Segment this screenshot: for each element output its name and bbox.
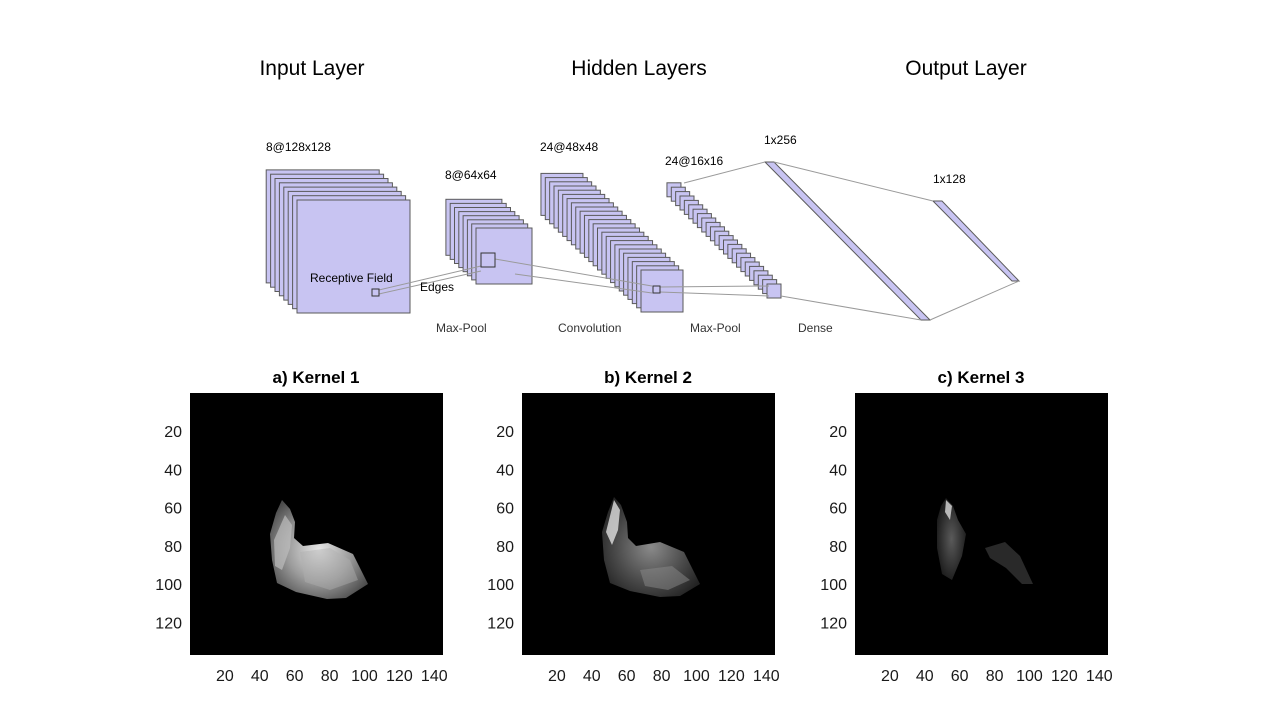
- kernel-2-ytick: 40: [496, 462, 514, 479]
- kernel-2-xtick: 20: [548, 668, 566, 685]
- kernel-2-ytick: 60: [496, 501, 514, 518]
- kernel-2-xtick: 140: [753, 668, 780, 685]
- kernel-1-xtick: 20: [216, 668, 234, 685]
- kernel-3-activation: [937, 498, 1033, 584]
- kernel-1-ytick: 20: [164, 424, 182, 441]
- kernel-1-ytick: 80: [164, 539, 182, 556]
- kernel-3-xtick: 40: [916, 668, 934, 685]
- receptive-field-marker: [371, 288, 380, 297]
- kernel-panel-3: c) Kernel 3 20 40 60 80 100 120 20 40 60 80 100 12…: [820, 368, 1112, 685]
- kernel-3-ytick: 40: [829, 462, 847, 479]
- kernel-1-ytick: 40: [164, 462, 182, 479]
- kernel-3-ytick: 60: [829, 501, 847, 518]
- connector-lines: [378, 161, 1020, 321]
- kernel-1-ytick: 60: [164, 501, 182, 518]
- layer4-dimensions: 24@16x16: [665, 154, 724, 168]
- input-layer-heading: Input Layer: [259, 57, 364, 80]
- conv-region-marker: [652, 285, 661, 294]
- kernel-2-x-ticks: 20 40 60 80 100 120 140: [548, 668, 780, 685]
- op-convolution: Convolution: [558, 321, 621, 335]
- kernel-3-xtick: 120: [1051, 668, 1078, 685]
- kernel-3-ytick: 80: [829, 539, 847, 556]
- op-dense: Dense: [798, 321, 833, 335]
- layer6-dimensions: 1x128: [933, 172, 966, 186]
- kernel-panel-2: b) Kernel 2 20 40 60 80 100 120 20 40 60 80 100 12…: [487, 368, 779, 685]
- dense-layer-1x128: [931, 200, 1021, 282]
- kernel-1-image: [190, 393, 443, 655]
- kernel-3-ytick: 20: [829, 424, 847, 441]
- edges-label: Edges: [420, 280, 454, 294]
- kernel-1-y-ticks: 20 40 60 80 100 120: [155, 424, 182, 632]
- layer1-dimensions: 8@128x128: [266, 140, 331, 154]
- layer3-map-24: [640, 269, 684, 313]
- kernel-3-image: [855, 393, 1108, 655]
- kernel-2-image: [522, 393, 775, 655]
- dense-layer-1x256: [763, 161, 932, 321]
- kernel-2-ytick: 20: [496, 424, 514, 441]
- kernel-2-xtick: 40: [583, 668, 601, 685]
- kernel-2-activation: [602, 497, 700, 597]
- kernel-2-xtick: 60: [618, 668, 636, 685]
- kernel-1-xtick: 120: [386, 668, 413, 685]
- kernel-3-xtick: 140: [1086, 668, 1113, 685]
- pooled-region-marker: [480, 252, 496, 268]
- kernel-1-xtick: 100: [351, 668, 378, 685]
- kernel-2-ytick: 80: [496, 539, 514, 556]
- kernel-3-ytick: 120: [820, 615, 847, 632]
- layer1-feature-maps: [265, 169, 411, 314]
- kernel-1-activation: [270, 500, 368, 599]
- kernel-1-title: a) Kernel 1: [273, 368, 360, 387]
- layer4-map-24: [766, 283, 782, 299]
- kernel-1-xtick: 40: [251, 668, 269, 685]
- layer5-dimensions: 1x256: [764, 133, 797, 147]
- kernel-3-xtick: 20: [881, 668, 899, 685]
- layer3-feature-maps: [540, 172, 684, 313]
- kernel-3-xtick: 60: [951, 668, 969, 685]
- kernel-3-x-ticks: 20 40 60 80 100 120 140: [881, 668, 1113, 685]
- kernel-1-ytick: 120: [155, 615, 182, 632]
- layer4-feature-maps: [666, 182, 782, 299]
- layer3-dimensions: 24@48x48: [540, 140, 599, 154]
- layer1-map-8: [296, 199, 411, 314]
- layer2-dimensions: 8@64x64: [445, 168, 497, 182]
- kernel-3-xtick: 100: [1016, 668, 1043, 685]
- kernel-1-xtick: 80: [321, 668, 339, 685]
- kernel-2-ytick: 120: [487, 615, 514, 632]
- op-max-pool-2: Max-Pool: [690, 321, 741, 335]
- op-max-pool-1: Max-Pool: [436, 321, 487, 335]
- hidden-layers-heading: Hidden Layers: [571, 57, 706, 80]
- receptive-field-label: Receptive Field: [310, 271, 393, 285]
- kernel-1-xtick: 140: [421, 668, 448, 685]
- kernel-2-xtick: 80: [653, 668, 671, 685]
- layer2-feature-maps: [445, 198, 533, 285]
- kernel-3-title: c) Kernel 3: [938, 368, 1025, 387]
- kernel-3-ytick: 100: [820, 577, 847, 594]
- kernel-1-ytick: 100: [155, 577, 182, 594]
- kernel-1-x-ticks: 20 40 60 80 100 120 140: [216, 668, 448, 685]
- kernel-2-y-ticks: 20 40 60 80 100 120: [487, 424, 514, 632]
- output-layer-heading: Output Layer: [905, 57, 1026, 80]
- kernel-3-y-ticks: 20 40 60 80 100 120: [820, 424, 847, 632]
- kernel-1-xtick: 60: [286, 668, 304, 685]
- kernel-panel-1: a) Kernel 1 20 40 60 80 100 120 20 40 60 80 100 12…: [155, 368, 447, 685]
- kernel-3-xtick: 80: [986, 668, 1004, 685]
- kernel-2-title: b) Kernel 2: [604, 368, 692, 387]
- kernel-2-xtick: 120: [718, 668, 745, 685]
- kernel-2-xtick: 100: [683, 668, 710, 685]
- kernel-2-ytick: 100: [487, 577, 514, 594]
